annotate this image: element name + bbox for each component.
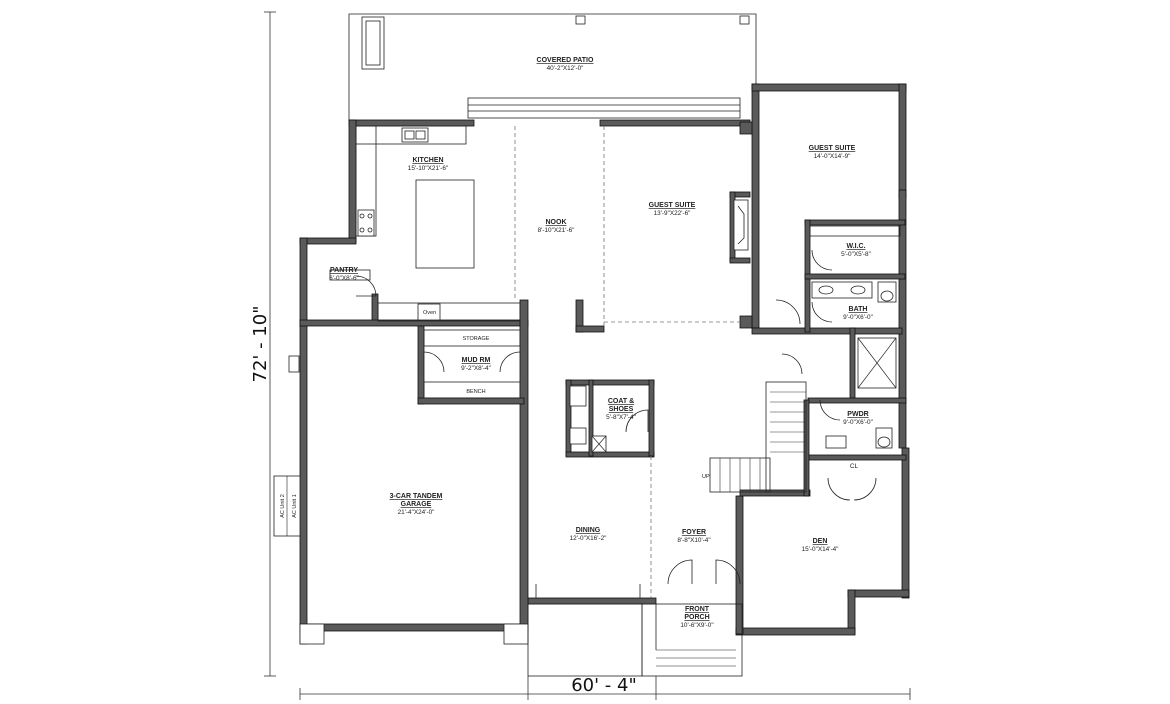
coat-shoes-name-line2: SHOES <box>609 406 634 413</box>
covered-patio <box>348 13 757 122</box>
front-porch-name-line1: FRONT <box>685 606 710 613</box>
dining-name: DINING <box>576 527 601 534</box>
covered-patio-name: COVERED PATIO <box>537 57 594 64</box>
guest-suite-right-name: GUEST SUITE <box>809 145 856 152</box>
door-swings <box>355 249 877 598</box>
garage-name-line2: GARAGE <box>401 501 432 508</box>
pantry-size: 6'-0"X8'-6" <box>329 275 359 282</box>
dimension-lines <box>264 11 911 700</box>
garage-size: 21'-4"X24'-0" <box>398 509 435 516</box>
storage-label: STORAGE <box>463 336 490 342</box>
guest-suite-main-size: 13'-9"X22'-6" <box>654 210 691 217</box>
interior-walls <box>299 121 907 631</box>
room-labels: COVERED PATIO 40'-2"X12'-0" KITCHEN 15'-… <box>329 57 873 629</box>
overall-depth-label: 72' - 10" <box>250 306 271 383</box>
guest-suite-main-name: GUEST SUITE <box>649 202 696 209</box>
wic-name: W.I.C. <box>846 243 865 250</box>
kitchen-fixtures <box>329 125 521 322</box>
covered-patio-size: 40'-2"X12'-0" <box>547 65 584 72</box>
den-size: 15'-0"X14'-4" <box>802 546 839 553</box>
pwdr-name: PWDR <box>847 411 868 418</box>
pwdr-size: 9'-0"X6'-0" <box>843 419 873 426</box>
dining-size: 12'-0"X16'-2" <box>570 535 607 542</box>
nook-name: NOOK <box>546 219 567 226</box>
garage-name-line1: 3-CAR TANDEM <box>390 493 443 500</box>
wic-size: 5'-0"X5'-8" <box>841 251 871 258</box>
exterior-walls <box>299 83 910 645</box>
foyer-name: FOYER <box>682 529 706 536</box>
front-porch-name-line2: PORCH <box>684 614 709 621</box>
bench-label: BENCH <box>466 389 485 395</box>
garage-fixtures <box>273 355 743 677</box>
bath-size: 9'-0"X6'-0" <box>843 314 873 321</box>
overall-width-label: 60' - 4" <box>571 675 637 696</box>
mud-rm-size: 9'-2"X8'-4" <box>461 365 491 372</box>
kitchen-size: 15'-10"X21'-6" <box>408 165 448 172</box>
oven-label: Oven <box>423 310 436 316</box>
mudroom-fixtures <box>423 329 521 399</box>
pantry-name: PANTRY <box>330 267 358 274</box>
nook-size: 8'-10"X21'-6" <box>538 227 575 234</box>
coat-shoes-name-line1: COAT & <box>608 398 634 405</box>
closet-label: CL <box>850 463 859 470</box>
bath-fixtures <box>809 225 901 449</box>
guest-suite-right-size: 14'-0"X14'-9" <box>814 153 851 160</box>
staircase <box>709 381 807 493</box>
open-plan-dividers <box>514 126 740 598</box>
mud-rm-name: MUD RM <box>462 357 491 364</box>
front-porch-size: 10'-6"X9'-0" <box>680 622 713 629</box>
stair-up-label: UP <box>702 474 710 480</box>
den-name: DEN <box>813 538 828 545</box>
kitchen-name: KITCHEN <box>412 157 443 164</box>
bath-name: BATH <box>849 306 868 313</box>
ac-unit-1-label: AC Unit 1 <box>292 494 298 518</box>
ac-unit-2-label: AC Unit 2 <box>280 494 286 518</box>
laundry-fixtures <box>569 385 607 453</box>
foyer-size: 8'-8"X10'-4" <box>677 537 710 544</box>
coat-shoes-size: 5'-8"X7'-4" <box>606 414 636 421</box>
fireplace <box>733 199 749 251</box>
